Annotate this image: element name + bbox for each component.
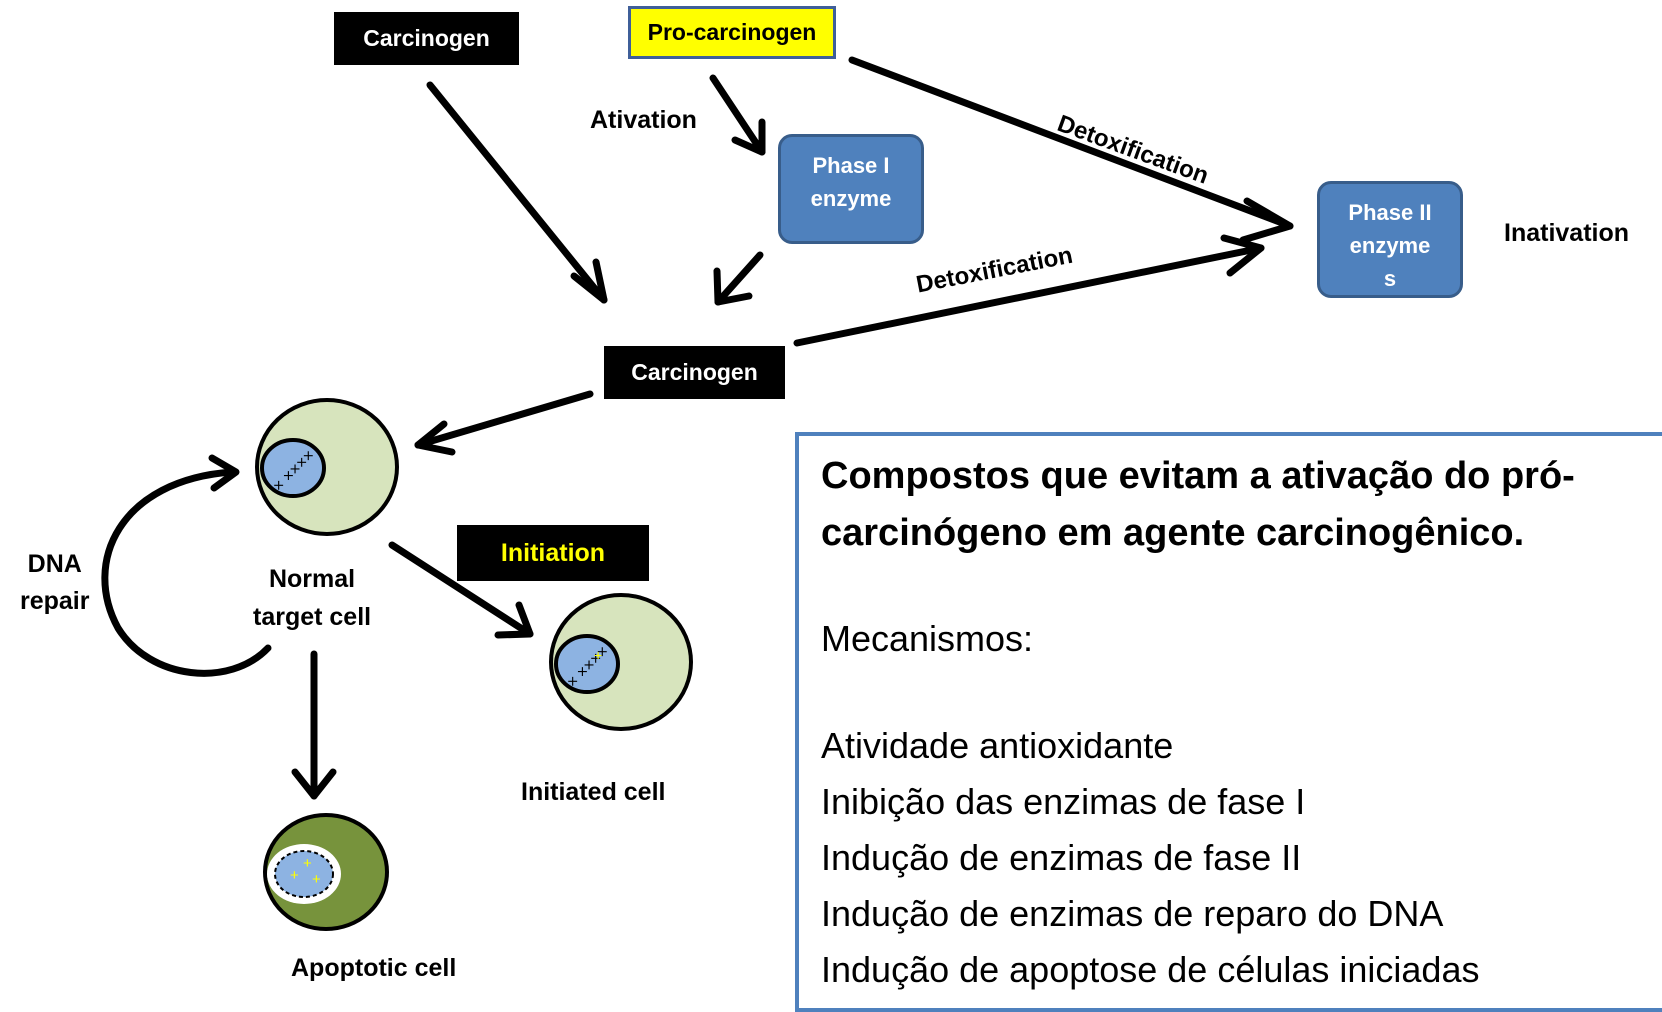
mechanism-item: Inibição das enzimas de fase I [821,781,1306,822]
normal-cell-label: Normal target cell [253,560,371,636]
arrows-layer: × ×××× × ×××× + + + + [101,56,1294,931]
dna-repair-line2: repair [20,587,90,615]
dna-repair-line1: DNA [27,550,82,578]
svg-text:+: + [290,867,299,884]
phase2-line2: enzyme [1349,233,1431,258]
carcinogenesis-diagram: × ×××× × ×××× + + + + Carcinogen Pro-car… [20,6,1662,1012]
ativation-label: Ativation [590,106,697,134]
normal-cell: × ×××× [255,398,399,536]
dna-repair-label: DNA repair [20,546,89,620]
phase2-line3: s [1383,266,1397,291]
initiation-box: Initiation [457,525,649,581]
panel-subtitle: Mecanismos: [821,618,1034,659]
phase2-line1: Phase II [1348,200,1432,225]
svg-text:+: + [312,871,321,888]
phase1-line1: Phase I [812,153,890,178]
normal-line1: Normal [268,565,356,593]
arrow-detox-lower [793,244,1265,347]
pro-carcinogen-box: Pro-carcinogen [628,6,836,59]
svg-text:+: + [303,855,312,872]
normal-line2: target cell [253,603,372,631]
carcinogen-top-box: Carcinogen [334,12,519,65]
arrow-carcinogen-to-carcinogen [426,81,608,304]
phase2-enzyme: Phase II enzyme s [1317,181,1463,298]
phase1-enzyme: Phase I enzyme [778,134,924,244]
arrow-detox-upper [848,56,1294,230]
carcinogen-mid-box: Carcinogen [604,346,785,399]
initiated-cell: × ×××× + [549,593,693,731]
mechanism-item: Indução de apoptose de células iniciadas [821,949,1480,990]
arrow-phase1-to-carcinogen [714,251,764,306]
mechanisms-panel: Compostos que evitam a ativação do pró-c… [795,432,1662,1012]
mechanism-item: Atividade antioxidante [821,725,1174,766]
arrow-activation [709,74,766,156]
arrow-carcinogen-to-cell [414,390,594,449]
arrow-dna-repair [101,468,272,677]
phase1-line2: enzyme [810,186,892,211]
mechanism-list: Atividade antioxidante Inibição das enzi… [821,718,1649,998]
panel-title: Compostos que evitam a ativação do pró-c… [821,455,1575,554]
apoptotic-cell: + + + [263,813,389,931]
inativation-label: Inativation [1504,219,1630,247]
mechanism-item: Indução de enzimas de fase II [821,837,1302,878]
apoptotic-cell-label: Apoptotic cell [291,954,457,982]
initiated-cell-label: Initiated cell [521,778,666,806]
svg-text:+: + [594,647,602,663]
mechanism-item: Indução de enzimas de reparo do DNA [821,893,1444,934]
arrow-initiation [388,541,534,638]
